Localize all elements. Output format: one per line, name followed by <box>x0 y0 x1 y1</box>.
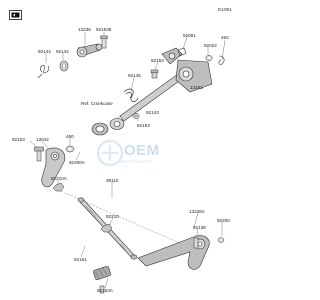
label-39110: 39110 <box>106 178 119 183</box>
label-480: 480 <box>66 134 74 139</box>
label-92153a: 92153A <box>97 288 113 293</box>
oil-seal <box>91 122 109 136</box>
pin-92138 <box>193 237 199 249</box>
washer-92200 <box>217 237 225 243</box>
label-ref-crankcase: Ref. Crankcase <box>81 101 113 106</box>
washer-92022 <box>205 55 213 61</box>
label-92081: 92081 <box>183 33 196 38</box>
label-482: 482 <box>221 35 229 40</box>
expand-view-icon[interactable] <box>9 10 22 20</box>
label-92022: 92022 <box>204 43 217 48</box>
nut-92210 <box>100 223 113 233</box>
label-92153-shaft: 92153 <box>151 58 164 63</box>
bolt-92153-left <box>34 146 44 162</box>
label-92200a: 92200A <box>69 160 85 165</box>
label-92142: 92142 <box>56 49 69 54</box>
shift-shaft-13161 <box>119 47 213 122</box>
figure-code: E1991 <box>218 8 232 13</box>
watermark-text: OEM <box>124 142 160 159</box>
label-92210: 92210 <box>106 214 119 219</box>
label-92143: 92143 <box>146 110 159 115</box>
lever-13042 <box>41 147 66 188</box>
label-13042: 13042 <box>36 137 49 142</box>
label-92200: 92200 <box>217 218 230 223</box>
pedal-rubber-92161 <box>93 265 111 281</box>
spring-clip-92144 <box>37 65 50 79</box>
pin-921538 <box>100 35 108 49</box>
bolt-92153a <box>99 285 105 294</box>
label-92161: 92161 <box>74 257 87 262</box>
label-92145: 92145 <box>128 73 141 78</box>
watermark-subtext: MOTORPARTS <box>121 160 152 164</box>
label-13236: 13236 <box>78 27 91 32</box>
washer-92143 <box>132 113 140 119</box>
nut-92210a <box>52 182 65 192</box>
label-92153-bearing: 92153 <box>137 123 150 128</box>
shift-pedal-13236a <box>137 235 210 270</box>
circlip-92142 <box>59 60 69 72</box>
washer-480 <box>65 145 75 153</box>
label-92210a: 92210A <box>51 176 67 181</box>
label-92138: 92138 <box>193 225 206 230</box>
label-92144: 92144 <box>38 49 51 54</box>
parts-diagram <box>29 32 226 294</box>
bearing-92153 <box>109 118 125 130</box>
arm-13236 <box>76 43 103 58</box>
label-921538: 921538 <box>96 27 112 32</box>
label-13161: 13161 <box>190 85 203 90</box>
clip-482 <box>218 55 225 65</box>
spring-92145 <box>123 88 139 102</box>
label-92153-left: 92153 <box>12 137 25 142</box>
label-13236a: 13236A <box>189 209 205 214</box>
spring-92081 <box>177 47 187 57</box>
watermark-logo <box>96 139 124 167</box>
bolt-92153 <box>150 69 159 79</box>
